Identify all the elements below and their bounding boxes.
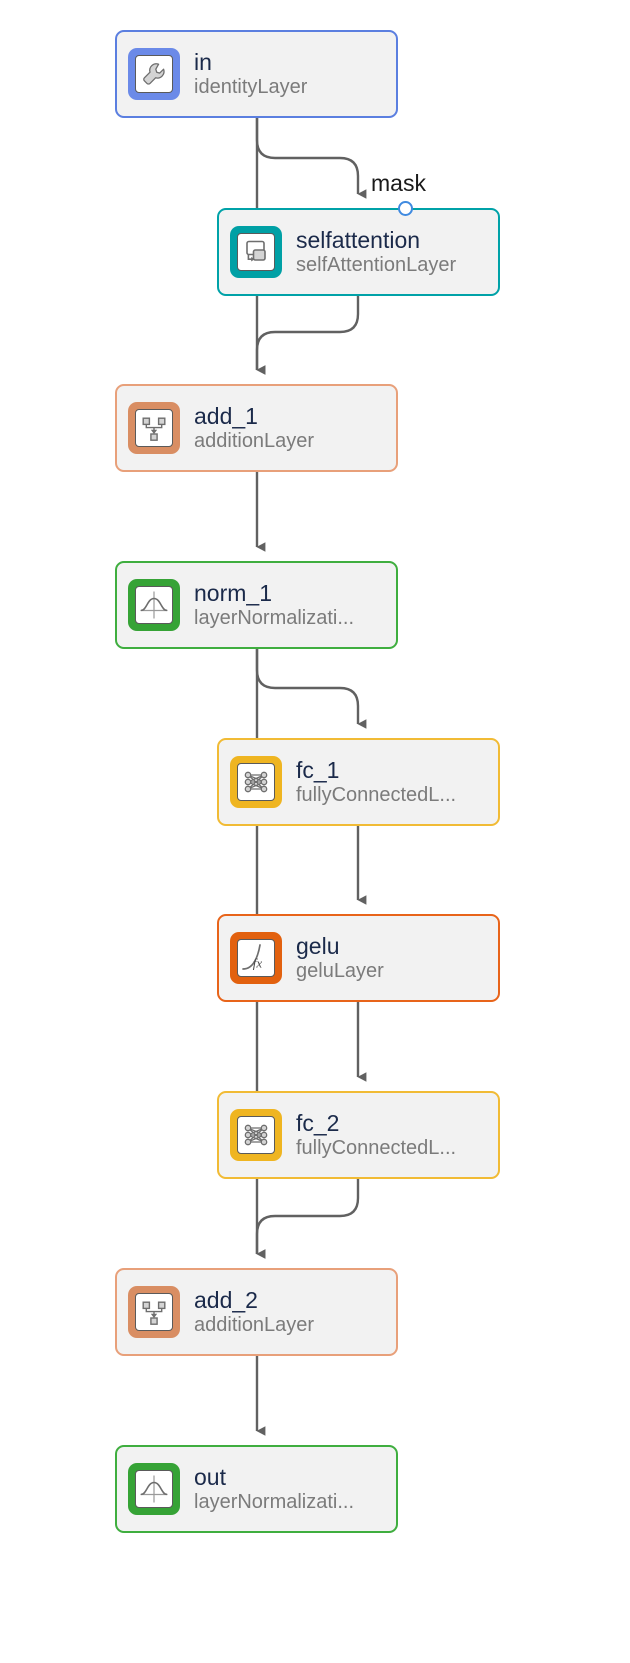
normalization-icon (128, 1463, 180, 1515)
layer-node-selfattention[interactable]: selfattention selfAttentionLayer (217, 208, 500, 296)
node-labels-selfattention: selfattention selfAttentionLayer (296, 227, 456, 278)
node-title-selfattention: selfattention (296, 226, 421, 253)
node-subtitle-gelu: geluLayer (296, 960, 384, 983)
node-labels-norm-1: norm_1 layerNormalizati... (194, 580, 354, 631)
mask-input-port[interactable] (398, 201, 413, 216)
node-subtitle-fc-1: fullyConnectedL... (296, 784, 457, 807)
addition-icon (128, 1286, 180, 1338)
node-title-norm-1: norm_1 (194, 579, 272, 606)
node-title-add-1: add_1 (194, 402, 258, 429)
node-title-add-2: add_2 (194, 1286, 258, 1313)
node-labels-add-2: add_2 additionLayer (194, 1287, 314, 1338)
self-attention-icon (230, 226, 282, 278)
svg-text:fx: fx (253, 956, 263, 971)
node-labels-fc-2: fc_2 fullyConnectedL... (296, 1110, 456, 1161)
layer-node-fc-1[interactable]: fc_1 fullyConnectedL... (217, 738, 500, 826)
node-labels-out: out layerNormalizati... (194, 1464, 354, 1515)
wire-fc2-to-add2 (255, 1179, 360, 1259)
function-icon: fx (230, 932, 282, 984)
wire-norm1-to-fc1 (255, 649, 367, 729)
node-subtitle-norm-1: layerNormalizati... (194, 607, 355, 630)
node-title-fc-1: fc_1 (296, 756, 340, 783)
node-subtitle-in: identityLayer (194, 76, 308, 99)
fully-connected-icon (230, 1109, 282, 1161)
normalization-icon (128, 579, 180, 631)
node-title-gelu: gelu (296, 932, 340, 959)
node-subtitle-add-1: additionLayer (194, 430, 315, 453)
layer-node-add-1[interactable]: add_1 additionLayer (115, 384, 398, 472)
wire-selfattention-to-add1 (255, 296, 360, 375)
node-labels-gelu: gelu geluLayer (296, 933, 384, 984)
node-title-fc-2: fc_2 (296, 1109, 340, 1136)
node-subtitle-out: layerNormalizati... (194, 1491, 355, 1514)
node-labels-fc-1: fc_1 fullyConnectedL... (296, 757, 456, 808)
node-labels-in: in identityLayer (194, 49, 307, 100)
layer-node-in[interactable]: in identityLayer (115, 30, 398, 118)
node-title-in: in (194, 48, 212, 75)
node-subtitle-add-2: additionLayer (194, 1314, 315, 1337)
layer-node-gelu[interactable]: fx gelu geluLayer (217, 914, 500, 1002)
node-labels-add-1: add_1 additionLayer (194, 403, 314, 454)
layer-node-fc-2[interactable]: fc_2 fullyConnectedL... (217, 1091, 500, 1179)
mask-port-label: mask (371, 170, 426, 196)
node-subtitle-fc-2: fullyConnectedL... (296, 1137, 457, 1160)
addition-icon (128, 402, 180, 454)
wrench-icon (128, 48, 180, 100)
node-title-out: out (194, 1463, 226, 1490)
node-subtitle-selfattention: selfAttentionLayer (296, 254, 457, 277)
layer-node-out[interactable]: out layerNormalizati... (115, 1445, 398, 1533)
fully-connected-icon (230, 756, 282, 808)
layer-node-norm-1[interactable]: norm_1 layerNormalizati... (115, 561, 398, 649)
layer-node-add-2[interactable]: add_2 additionLayer (115, 1268, 398, 1356)
wire-in-to-selfattention (255, 118, 367, 199)
